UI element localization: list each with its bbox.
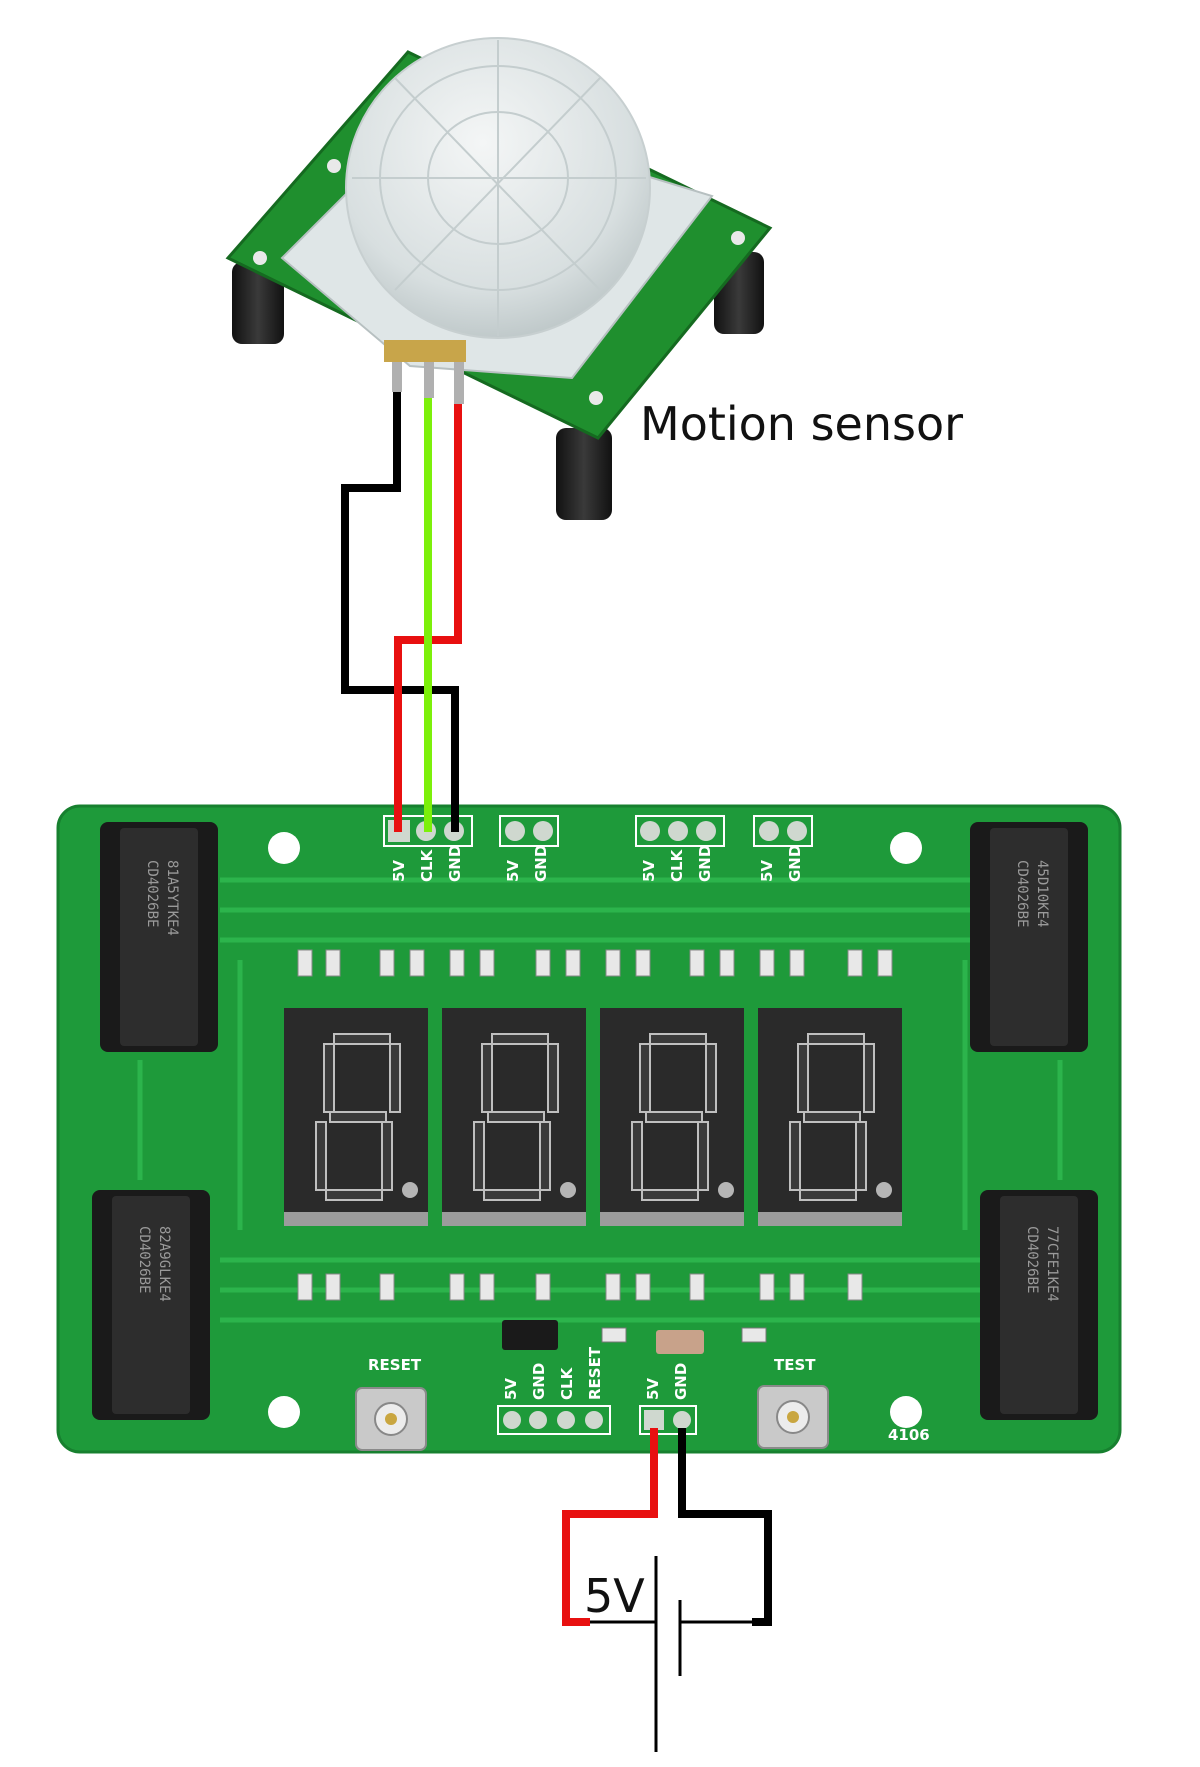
- seg-a: [807, 1033, 865, 1045]
- seg-a: [491, 1033, 549, 1045]
- header4-pin-gnd: GND: [786, 845, 804, 882]
- board-number: 4106: [888, 1426, 930, 1444]
- sensor-capacitor-bottom: [556, 428, 612, 520]
- seg-f: [797, 1043, 809, 1113]
- chip-marking: 82A9GLKE4: [156, 1226, 172, 1302]
- battery-symbol: [590, 1556, 752, 1752]
- battery-label: 5V: [584, 1569, 645, 1623]
- ic-chip-bottom-left: 82A9GLKE4 CD4026BE: [92, 1190, 210, 1420]
- header2-pin-5v: 5V: [504, 860, 522, 882]
- digit-base: [442, 1212, 586, 1226]
- ic-chip-top-left: 81A5YTKE4 CD4026BE: [100, 822, 218, 1052]
- seg-e: [473, 1121, 485, 1191]
- wire-red-battery: [562, 1428, 658, 1626]
- pcb-traces: [137, 877, 1063, 1323]
- seg-e: [789, 1121, 801, 1191]
- seg-f: [481, 1043, 493, 1113]
- seg-f: [323, 1043, 335, 1113]
- seg-b: [863, 1043, 875, 1113]
- top-header-3: 5V CLK GND: [635, 815, 725, 882]
- smd-resistors: [297, 949, 893, 1301]
- ic-chip-bottom-right: 77CFE1KE4 CD4026BE: [980, 1190, 1098, 1420]
- seg-e: [631, 1121, 643, 1191]
- seg-c: [539, 1121, 551, 1191]
- chip-marking: 45D10KE4: [1034, 860, 1050, 927]
- seg-d: [641, 1189, 699, 1201]
- reset-label: RESET: [368, 1356, 422, 1374]
- seg-d: [325, 1189, 383, 1201]
- decimal-point: [876, 1182, 892, 1198]
- bottom-header-right: 5V GND: [639, 1363, 697, 1435]
- header4-pin-5v: 5V: [758, 860, 776, 882]
- bottom-left-pin-clk: CLK: [558, 1366, 576, 1400]
- bottom-right-pin-gnd: GND: [672, 1363, 690, 1400]
- chip-model: CD4026BE: [1024, 1226, 1040, 1293]
- motion-sensor: [225, 37, 773, 520]
- sensor-pins: [384, 340, 466, 404]
- bottom-left-pin-reset: RESET: [586, 1346, 604, 1400]
- chip-marking: 77CFE1KE4: [1044, 1226, 1060, 1302]
- seg-d: [483, 1189, 541, 1201]
- jumper: [502, 1320, 558, 1350]
- seg-f: [639, 1043, 651, 1113]
- top-header-4: 5V GND: [753, 815, 813, 882]
- bottom-right-pin-5v: 5V: [644, 1378, 662, 1400]
- header3-pin-5v: 5V: [640, 860, 658, 882]
- chip-model: CD4026BE: [1014, 860, 1030, 927]
- seg-c: [697, 1121, 709, 1191]
- dome-facets: [352, 40, 646, 336]
- bottom-left-pin-gnd: GND: [530, 1363, 548, 1400]
- seg-d: [799, 1189, 857, 1201]
- seg-g: [487, 1111, 545, 1123]
- seg-c: [381, 1121, 393, 1191]
- decimal-point: [560, 1182, 576, 1198]
- chip-marking: 81A5YTKE4: [164, 860, 180, 936]
- header1-pin-gnd: GND: [446, 845, 464, 882]
- seg-a: [333, 1033, 391, 1045]
- digit-4: [758, 1008, 902, 1226]
- seg-g: [803, 1111, 861, 1123]
- decimal-point: [402, 1182, 418, 1198]
- seg-g: [645, 1111, 703, 1123]
- header3-pin-gnd: GND: [696, 845, 714, 882]
- smd-capacitor: [656, 1330, 704, 1354]
- test-button[interactable]: [757, 1385, 829, 1449]
- reset-button[interactable]: [355, 1387, 427, 1451]
- digit-base: [600, 1212, 744, 1226]
- ic-chip-top-right: 45D10KE4 CD4026BE: [970, 822, 1088, 1052]
- decimal-point: [718, 1182, 734, 1198]
- digit-1: [284, 1008, 428, 1226]
- test-label: TEST: [774, 1356, 816, 1374]
- digit-base: [284, 1212, 428, 1226]
- chip-model: CD4026BE: [136, 1226, 152, 1293]
- sensor-wires: [341, 392, 462, 832]
- top-header-2: 5V GND: [499, 815, 559, 882]
- bottom-left-pin-5v: 5V: [502, 1378, 520, 1400]
- seg-g: [329, 1111, 387, 1123]
- digit-base: [758, 1212, 902, 1226]
- digit-2: [442, 1008, 586, 1226]
- wire-black-gnd: [341, 392, 459, 832]
- chip-model: CD4026BE: [144, 860, 160, 927]
- seg-c: [855, 1121, 867, 1191]
- seg-e: [315, 1121, 327, 1191]
- battery-wires: [562, 1428, 772, 1626]
- wire-black-battery: [678, 1428, 772, 1626]
- header1-pin-clk: CLK: [418, 848, 436, 882]
- seg-b: [547, 1043, 559, 1113]
- seg-a: [649, 1033, 707, 1045]
- motion-sensor-label: Motion sensor: [640, 397, 963, 451]
- seg-b: [389, 1043, 401, 1113]
- digit-3: [600, 1008, 744, 1226]
- bottom-header-left: 5V GND CLK RESET: [497, 1346, 611, 1435]
- header1-pin-5v: 5V: [390, 860, 408, 882]
- header3-pin-clk: CLK: [668, 848, 686, 882]
- sensor-capacitor-left: [232, 262, 284, 344]
- seven-segment-display: [284, 1008, 902, 1226]
- header2-pin-gnd: GND: [532, 845, 550, 882]
- seg-b: [705, 1043, 717, 1113]
